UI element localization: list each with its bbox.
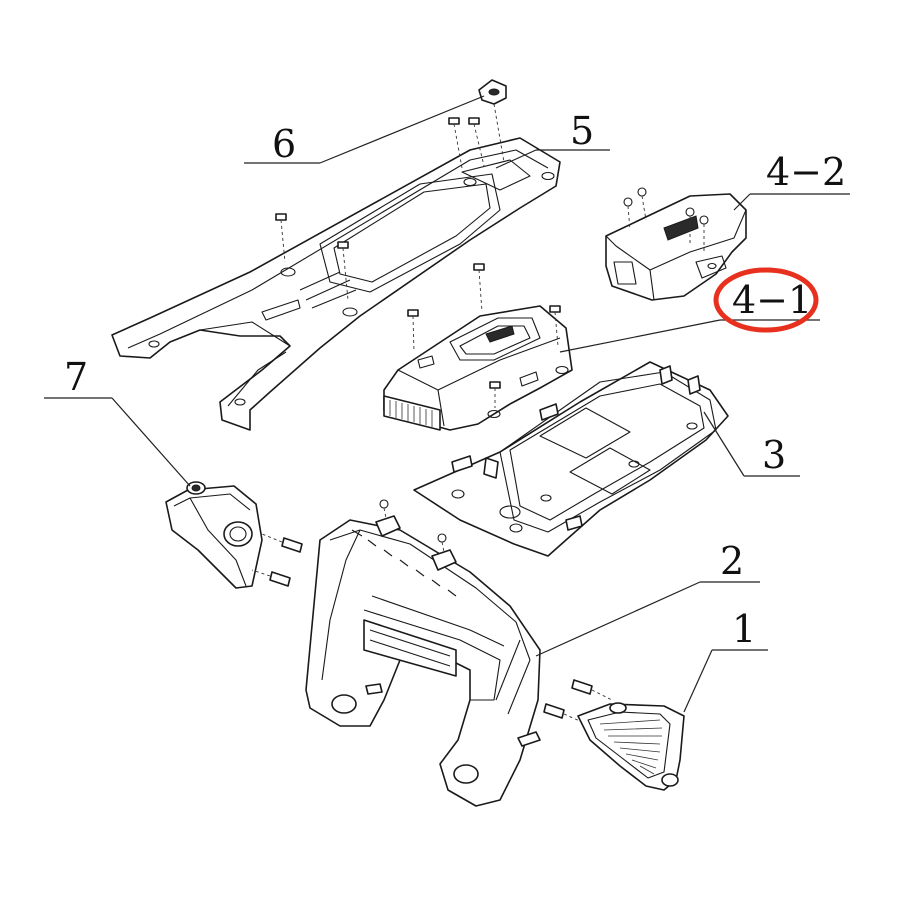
- callout-4-1-highlight-circle: [713, 267, 819, 333]
- callout-4-2: 4−2: [733, 150, 850, 211]
- callout-7: 7: [44, 355, 191, 487]
- callout-6-label: 6: [272, 122, 296, 166]
- part-2-u-bracket: [305, 499, 541, 807]
- part-1-reflector: [543, 679, 685, 791]
- part-4-1-main-module: [383, 263, 573, 431]
- part-7-side-cover: [165, 481, 303, 589]
- callout-7-label: 7: [64, 355, 88, 399]
- part-6-top-bracket: [111, 79, 561, 431]
- callout-3-label: 3: [762, 433, 786, 477]
- callout-6: 6: [244, 95, 485, 166]
- callout-4-1-label: 4−1: [732, 278, 812, 322]
- callout-5: 5: [495, 109, 610, 169]
- callout-5-label: 5: [570, 109, 594, 153]
- callout-4-2-label: 4−2: [766, 150, 846, 194]
- callout-2: 2: [535, 539, 760, 657]
- callout-1-label: 1: [732, 607, 756, 651]
- part-4-2-small-module: [605, 187, 747, 301]
- callout-1: 1: [683, 607, 768, 713]
- part-3-tray-plate: [413, 361, 729, 557]
- callout-3: 3: [703, 411, 800, 477]
- callout-2-label: 2: [720, 539, 744, 583]
- callout-4-1: 4−1: [559, 267, 820, 353]
